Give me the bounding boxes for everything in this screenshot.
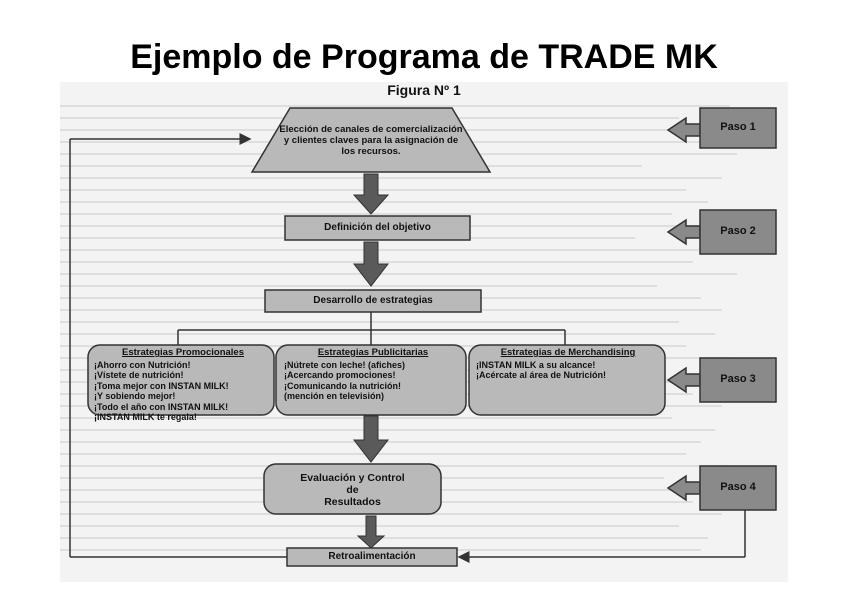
strategy-item: ¡Ahorro con Nutrición! xyxy=(94,359,191,370)
step4-text-line: Resultados xyxy=(324,496,381,508)
step4-box xyxy=(263,463,442,515)
strategy-box-publicitarias xyxy=(275,344,467,416)
figure-title: Figura Nº 1 xyxy=(387,82,461,98)
strategy-item: ¡Vístete de nutrición! xyxy=(94,370,184,380)
paso3-box xyxy=(699,357,777,403)
paso4-arrow xyxy=(666,474,701,502)
strategy-heading: Estrategias Publicitarias xyxy=(317,347,429,358)
slide-title: Ejemplo de Programa de TRADE MK xyxy=(130,38,718,76)
strategy-item: ¡Toma mejor con INSTAN MILK! xyxy=(94,380,229,391)
paso4-box xyxy=(699,465,777,511)
step1-text: Elección de canales de comercialización … xyxy=(279,124,463,157)
paso-label: Paso 2 xyxy=(720,225,756,237)
strategy-item: ¡INSTAN MILK a su alcance! xyxy=(476,359,596,370)
step4-text: Evaluación y Control de Resultados xyxy=(264,472,441,508)
strategy-heading: Estrategias de Merchandising xyxy=(500,347,636,358)
paso-label: Paso 4 xyxy=(720,481,756,493)
arrow-down-4 xyxy=(356,515,386,549)
step1-trapezoid xyxy=(250,107,492,173)
paso3-arrow xyxy=(666,366,701,394)
strategy-item: ¡INSTAN MILK te regala! xyxy=(94,412,197,422)
strategy-box-promocionales xyxy=(87,344,275,416)
strategy-item: ¡Acercando promociones! xyxy=(284,370,396,380)
strategy-item: ¡Comunicando la nutrición! xyxy=(284,380,401,391)
paso-label: Paso 3 xyxy=(720,373,756,385)
step3-box xyxy=(264,289,482,313)
arrow-down-3 xyxy=(352,415,390,463)
strategy-item: (mención en televisión) xyxy=(284,391,385,401)
feedback-text: Retroalimentación xyxy=(328,551,416,562)
step4-text-line: de xyxy=(346,484,359,496)
paso1-box xyxy=(699,107,777,149)
arrow-down-1 xyxy=(352,173,390,215)
arrow-down-2 xyxy=(352,241,390,287)
strategy-item: ¡Acércate al área de Nutrición! xyxy=(476,370,607,380)
step2-text: Definición del objetivo xyxy=(324,222,431,233)
strategy-promocionales: Estrategias Promocionales ¡Ahorro con Nu… xyxy=(94,347,272,423)
paso2-box xyxy=(699,209,777,255)
paso2-arrow xyxy=(666,218,701,246)
strategy-item: ¡Todo el año con INSTAN MILK! xyxy=(94,401,229,412)
step4-text-line: Evaluación y Control xyxy=(300,472,405,484)
strategy-item: ¡Y sobiendo mejor! xyxy=(94,391,176,401)
strategy-box-merchandising xyxy=(468,344,666,416)
paso1-arrow xyxy=(666,116,701,144)
strategy-publicitarias: Estrategias Publicitarias ¡Nútrete con l… xyxy=(284,347,462,402)
strategy-merchandising: Estrategias de Merchandising ¡INSTAN MIL… xyxy=(476,347,660,381)
step3-text: Desarrollo de estrategias xyxy=(313,295,433,306)
strategy-item: ¡Nútrete con leche! (afiches) xyxy=(284,359,406,370)
paso-label: Paso 1 xyxy=(720,121,756,133)
strategy-heading: Estrategias Promocionales xyxy=(122,347,244,358)
step2-box xyxy=(284,215,471,241)
